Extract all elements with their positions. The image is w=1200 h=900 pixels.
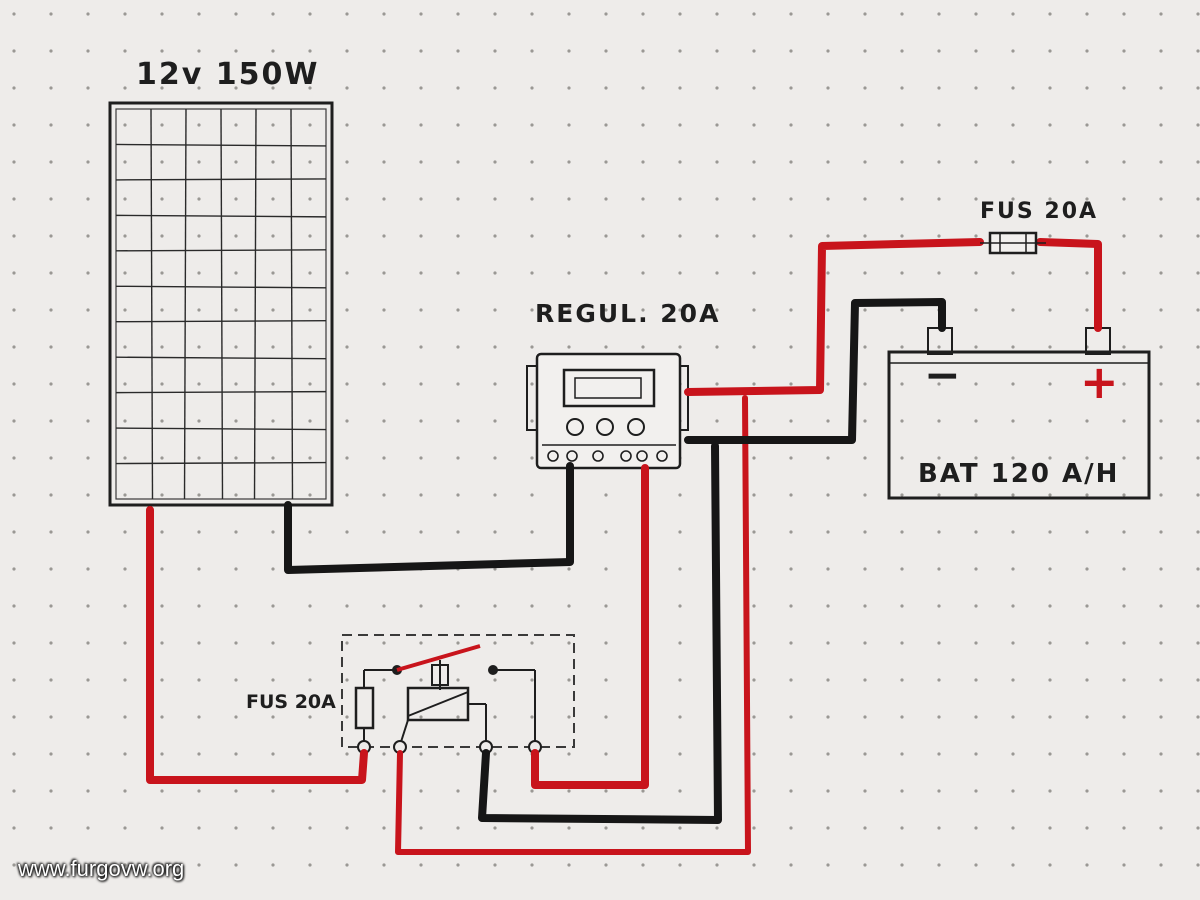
panel-grid-row-line xyxy=(115,249,327,252)
panel-grid-row-line xyxy=(115,427,327,431)
panel-grid-column-line xyxy=(220,108,224,500)
regulator-button-2 xyxy=(596,418,614,436)
regulator-label: REGUL. 20A xyxy=(535,299,720,328)
battery-label: BAT 120 A/H xyxy=(918,459,1119,489)
wire-panel-positive xyxy=(146,506,368,784)
wire-relay-ground xyxy=(478,442,722,824)
switch-lever xyxy=(396,644,481,672)
panel-label: 12v 150W xyxy=(136,57,319,92)
battery-minus-sign: − xyxy=(924,350,961,401)
regulator-button-1 xyxy=(566,418,584,436)
wire-regulator-to-battery-negative xyxy=(684,298,946,444)
panel-grid-column-line xyxy=(150,108,154,500)
regulator-button-3 xyxy=(627,418,645,436)
wire-panel-negative xyxy=(284,462,574,574)
regulator-display xyxy=(562,368,656,408)
watermark-text: www.furgovw.org xyxy=(18,856,185,881)
panel-grid-row-line xyxy=(115,356,327,360)
panel-grid-column-line xyxy=(253,108,257,500)
wire-fuse-to-battery-positive xyxy=(1036,238,1102,332)
panel-grid-row-line xyxy=(115,178,327,181)
battery-fuse-icon xyxy=(980,231,1046,255)
panel-grid-column-line xyxy=(290,108,294,500)
solar-panel xyxy=(108,101,334,507)
battery-fuse-label: FUS 20A xyxy=(980,199,1098,224)
wire-regulator-to-battery-positive xyxy=(684,238,984,396)
panel-cell-grid xyxy=(115,108,327,500)
relay-fuse-label: FUS 20A xyxy=(246,691,336,713)
battery-plus-sign: + xyxy=(1080,355,1119,409)
wire-regulator-to-relay-positive xyxy=(531,464,649,789)
wires xyxy=(146,238,1102,855)
battery xyxy=(887,327,1151,500)
panel-grid-row-line xyxy=(115,214,327,218)
panel-grid-row-line xyxy=(115,461,327,465)
panel-grid-row-line xyxy=(115,143,327,147)
relay-box xyxy=(341,634,575,754)
charge-regulator xyxy=(526,352,689,470)
panel-grid-row-line xyxy=(115,285,327,289)
panel-grid-column-line xyxy=(183,108,187,500)
wire-relay-return xyxy=(395,395,751,855)
panel-grid-row-line xyxy=(115,390,327,394)
panel-grid-row-line xyxy=(115,320,327,323)
